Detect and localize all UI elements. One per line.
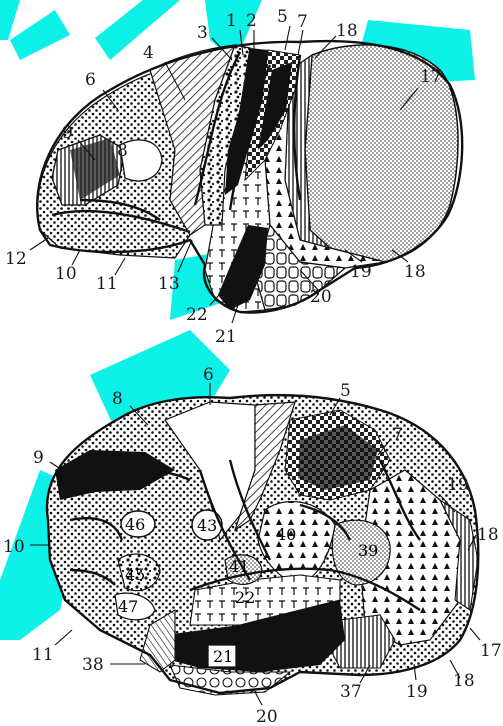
label: 9 — [33, 448, 44, 468]
label: 2 — [246, 11, 257, 31]
label: 47 — [118, 597, 138, 616]
label: 39 — [358, 541, 378, 560]
label: 19 — [406, 682, 428, 702]
label: 13 — [158, 274, 180, 294]
label: 21 — [213, 647, 233, 666]
label: 10 — [55, 264, 77, 284]
label: 45 — [125, 565, 145, 584]
label: 7 — [392, 425, 403, 445]
label: 18 — [336, 21, 358, 41]
label: 40 — [276, 525, 296, 544]
label: 7 — [297, 12, 308, 32]
label: 8 — [112, 389, 123, 409]
label: 22 — [235, 588, 255, 607]
label: 10 — [3, 537, 25, 557]
label: 41 — [229, 557, 249, 576]
label: 1 — [226, 11, 237, 31]
label: 18 — [404, 262, 426, 282]
label: 20 — [256, 707, 278, 726]
label: 17 — [420, 67, 442, 87]
label: 6 — [203, 365, 214, 385]
label: 19 — [447, 475, 469, 495]
label: 46 — [125, 515, 145, 534]
label: 4 — [143, 43, 154, 63]
label: 18 — [477, 525, 499, 545]
label: 3 — [197, 23, 208, 43]
label: 11 — [32, 645, 54, 665]
label: 17 — [480, 641, 502, 661]
label: 43 — [197, 516, 217, 535]
label: 11 — [96, 274, 118, 294]
label: 38 — [82, 655, 104, 675]
top-brain-diagram — [37, 41, 462, 313]
label: 5 — [277, 7, 288, 27]
label: 9 — [62, 123, 73, 143]
label: 18 — [453, 671, 475, 691]
label: 37 — [340, 682, 362, 702]
label: 12 — [5, 249, 27, 269]
label: 19 — [350, 262, 372, 282]
label: 5 — [340, 381, 351, 401]
label: 6 — [85, 70, 96, 90]
label: 8 — [117, 141, 128, 161]
label: 20 — [310, 287, 332, 307]
label: 22 — [186, 305, 208, 325]
bottom-brain-diagram — [47, 395, 478, 695]
label: 21 — [215, 327, 237, 347]
